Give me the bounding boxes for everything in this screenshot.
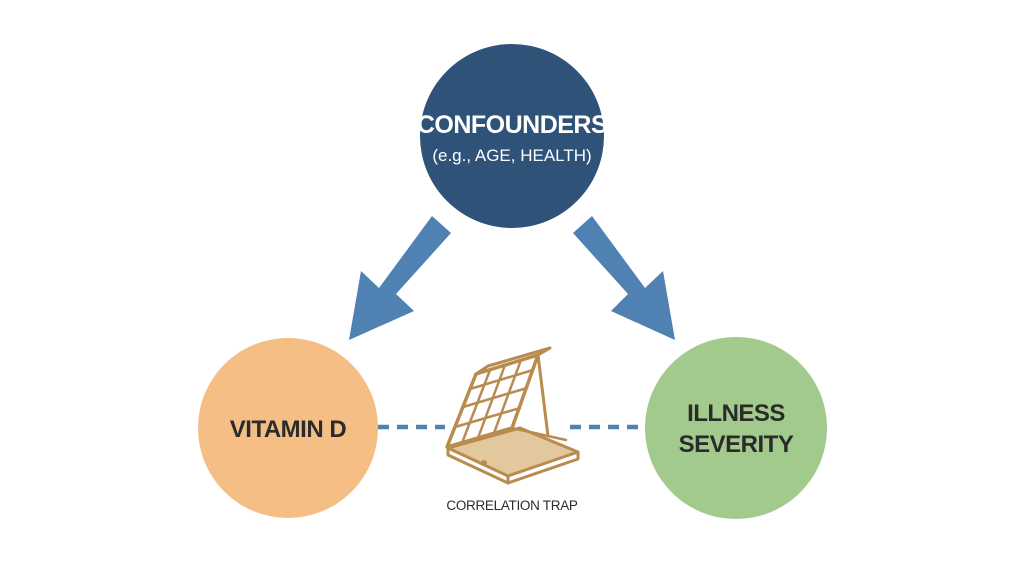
arrow-to-illness-severity <box>573 216 675 340</box>
confounders-circle <box>420 44 604 228</box>
box-trap-icon <box>445 346 580 485</box>
vitamin-d-node: VITAMIN D <box>198 338 378 518</box>
confounders-title: CONFOUNDERS <box>417 111 607 139</box>
correlation-trap-label: CORRELATION TRAP <box>446 498 578 513</box>
illness-severity-node: ILLNESS SEVERITY <box>645 337 827 519</box>
arrow-to-vitamin-d <box>349 216 451 340</box>
illness-severity-circle <box>645 337 827 519</box>
illness-severity-label-line1: ILLNESS <box>687 400 785 427</box>
vitamin-d-circle <box>198 338 378 518</box>
illness-severity-label-line2: SEVERITY <box>679 431 794 458</box>
vitamin-d-label: VITAMIN D <box>230 416 347 443</box>
confounders-subtitle: (e.g., AGE, HEALTH) <box>432 146 591 165</box>
confounders-node: CONFOUNDERS (e.g., AGE, HEALTH) <box>417 44 608 228</box>
